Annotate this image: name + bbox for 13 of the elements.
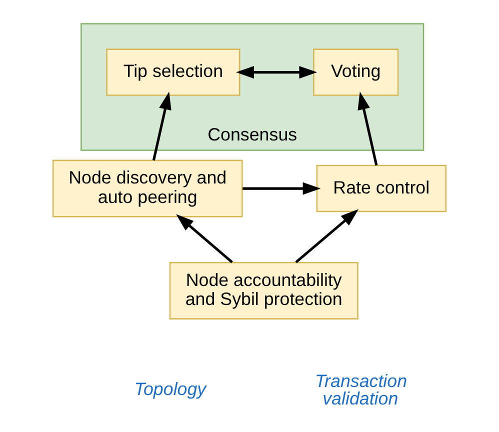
- arrow: [242, 182, 321, 195]
- arrow: [152, 92, 172, 161]
- arrow: [358, 92, 378, 166]
- arrow: [236, 66, 318, 79]
- node-box: Node discovery and auto peering: [52, 160, 243, 218]
- node-box: Rate control: [316, 164, 447, 212]
- node-box: Node accountability and Sybil protection: [169, 262, 358, 320]
- node-box: Voting: [313, 48, 399, 96]
- node-box: Tip selection: [106, 48, 240, 96]
- label: Transaction validation: [314, 370, 408, 409]
- arrow: [176, 214, 233, 264]
- arrow: [295, 209, 359, 264]
- label: Topology: [134, 379, 206, 400]
